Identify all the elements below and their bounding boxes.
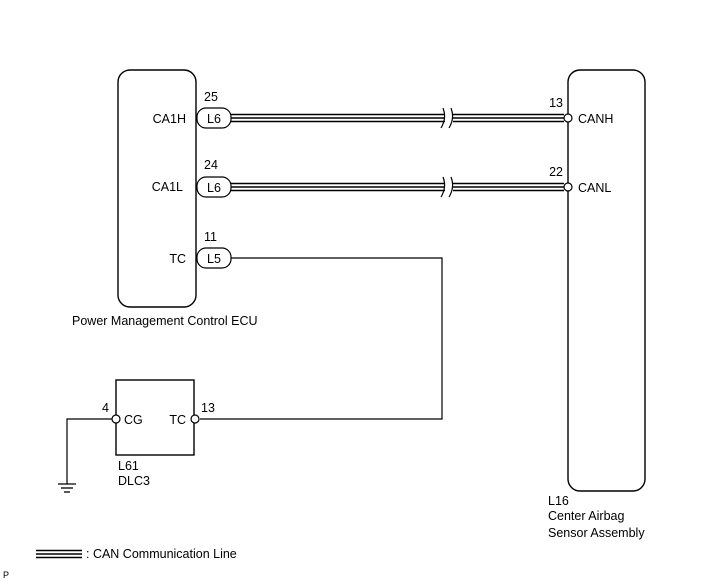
can-low-line xyxy=(231,176,564,198)
airbag-pin-canh-signal: CANH xyxy=(578,112,613,126)
ecu-pin-ca1h-signal: CA1H xyxy=(153,112,186,126)
airbag-name-line2: Sensor Assembly xyxy=(548,526,645,540)
airbag-code-label: L16 xyxy=(548,494,569,508)
ecu-connector-l6-bottom-label: L6 xyxy=(207,181,221,195)
can-high-line xyxy=(231,107,564,129)
airbag-pin-canh-number: 13 xyxy=(549,96,563,110)
airbag-terminal-canl xyxy=(563,182,573,192)
legend: : CAN Communication Line xyxy=(36,547,237,561)
dlc3-terminal-cg xyxy=(111,414,121,424)
airbag-terminal-canh xyxy=(563,113,573,123)
ecu-pin-ca1l-number: 24 xyxy=(204,158,218,172)
airbag-block: 13 CANH 22 CANL L16 Center Airbag Sensor… xyxy=(548,69,646,540)
dlc3-box xyxy=(115,379,195,456)
can-high-break-mark xyxy=(440,107,454,129)
dlc3-pin-cg-number: 4 xyxy=(102,401,109,415)
ground-symbol-icon xyxy=(58,483,76,493)
ecu-block: Power Management Control ECU CA1H 25 L6 … xyxy=(72,69,258,328)
ecu-box xyxy=(117,69,197,308)
dlc3-pin-cg-signal: CG xyxy=(124,413,143,427)
can-line-legend-icon xyxy=(36,549,82,559)
footer-mark: P xyxy=(3,570,9,580)
dlc3-block: 4 CG TC 13 L61 DLC3 xyxy=(102,379,215,488)
ecu-connector-l6-top-label: L6 xyxy=(207,112,221,126)
dlc3-terminal-tc xyxy=(190,414,200,424)
dlc3-code-label: L61 xyxy=(118,459,139,473)
airbag-pin-canl-number: 22 xyxy=(549,165,563,179)
ecu-connector-l5-label: L5 xyxy=(207,252,221,266)
airbag-pin-canl-signal: CANL xyxy=(578,181,611,195)
dlc3-pin-tc-number: 13 xyxy=(201,401,215,415)
dlc3-pin-tc-signal: TC xyxy=(169,413,186,427)
airbag-box xyxy=(567,69,646,492)
dlc3-name-label: DLC3 xyxy=(118,474,150,488)
ecu-pin-ca1l-signal: CA1L xyxy=(152,180,183,194)
ecu-name-label: Power Management Control ECU xyxy=(72,314,258,328)
ecu-pin-tc-signal: TC xyxy=(169,252,186,266)
airbag-name-line1: Center Airbag xyxy=(548,509,624,523)
tc-wire xyxy=(200,257,443,420)
can-low-break-mark xyxy=(440,176,454,198)
ecu-pin-tc-number: 11 xyxy=(204,230,217,244)
ecu-pin-ca1h-number: 25 xyxy=(204,90,218,104)
legend-label: : CAN Communication Line xyxy=(86,547,237,561)
ground-wire xyxy=(66,418,112,484)
